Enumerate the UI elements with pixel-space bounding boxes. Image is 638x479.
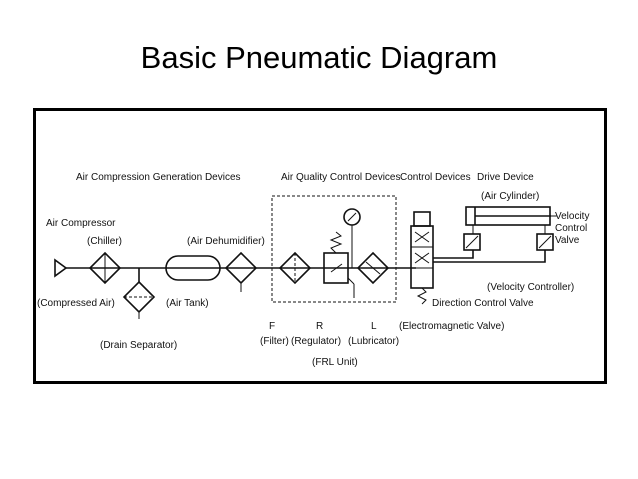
drain-separator-symbol	[122, 280, 156, 319]
label-lubricator: (Lubricator)	[348, 336, 399, 347]
label-valve: Valve	[555, 235, 580, 246]
label-air-quality: Air Quality Control Devices	[281, 172, 400, 183]
slide-title: Basic Pneumatic Diagram	[140, 40, 498, 75]
label-electromagnetic-valve: (Electromagnetic Valve)	[399, 321, 504, 332]
label-direction-control-valve: Direction Control Valve	[432, 298, 534, 309]
label-velocity-controller: (Velocity Controller)	[487, 282, 574, 293]
velocity-controller-right-symbol	[536, 225, 554, 251]
chiller-symbol	[88, 251, 122, 285]
label-air-compression: Air Compression Generation Devices	[76, 172, 241, 183]
direction-control-valve-symbol	[410, 211, 434, 305]
label-air-tank: (Air Tank)	[166, 298, 209, 309]
label-drain-separator: (Drain Separator)	[100, 340, 177, 351]
air-tank-symbol	[165, 255, 221, 281]
label-air-cylinder: (Air Cylinder)	[481, 191, 539, 202]
label-f: F	[269, 321, 275, 332]
pressure-gauge-symbol	[343, 208, 361, 268]
label-air-dehumidifier: (Air Dehumidifier)	[187, 236, 265, 247]
frl-unit-box	[271, 195, 397, 303]
label-regulator: (Regulator)	[291, 336, 341, 347]
compressor-symbol	[54, 258, 68, 278]
line-to-left-controller	[433, 250, 474, 259]
pneumatic-diagram: Air Compression Generation Devices Air Q…	[33, 108, 607, 384]
label-compressed-air: (Compressed Air)	[37, 298, 115, 309]
air-dehumidifier-symbol	[224, 251, 258, 292]
label-control-devices: Control Devices	[400, 172, 471, 183]
label-frl-unit: (FRL Unit)	[312, 357, 358, 368]
label-chiller: (Chiller)	[87, 236, 122, 247]
label-control: Control	[555, 223, 587, 234]
regulator-symbol	[323, 231, 355, 298]
line-to-right-controller	[433, 250, 546, 263]
label-velocity: Velocity	[555, 211, 589, 222]
velocity-controller-left-symbol	[463, 225, 481, 251]
filter-symbol	[278, 251, 312, 285]
air-cylinder-symbol	[465, 206, 557, 226]
diagram-canvas: Air Compression Generation Devices Air Q…	[33, 108, 607, 384]
label-air-compressor: Air Compressor	[46, 218, 116, 229]
diagram-frame	[33, 108, 607, 384]
label-filter: (Filter)	[260, 336, 289, 347]
lubricator-symbol	[356, 251, 390, 285]
label-drive-device: Drive Device	[477, 172, 534, 183]
label-l: L	[371, 321, 377, 332]
label-r: R	[316, 321, 323, 332]
